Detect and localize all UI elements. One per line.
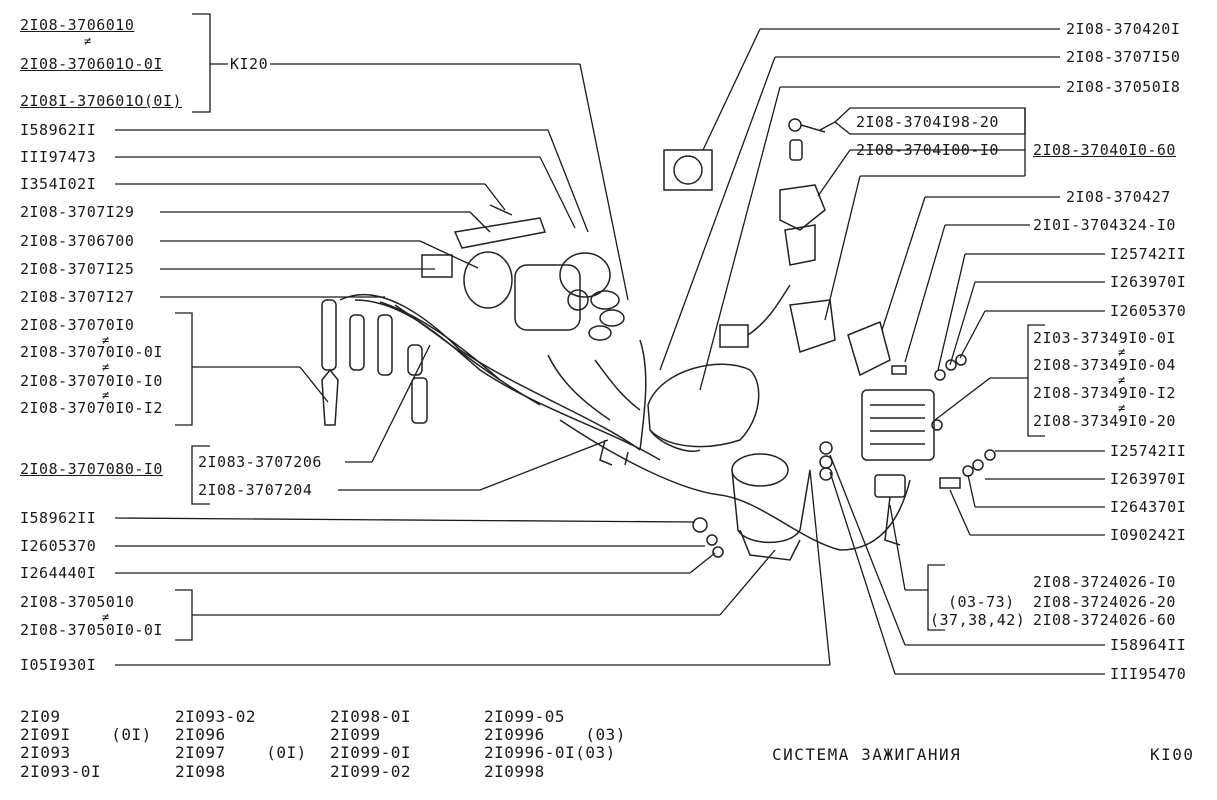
- left-label-7: 2I08-3707I27: [20, 288, 135, 306]
- ignition-switch-set: 2I08-37040I0-60: [1033, 141, 1176, 159]
- module-part-3: 2I08-37349I0-I2: [1033, 384, 1176, 402]
- right-mid-label-4: I263970I: [1110, 273, 1187, 291]
- wire-set-label: 2I08-3707080-I0: [20, 460, 163, 478]
- right-bottom-label-1: I58964II: [1110, 636, 1187, 654]
- right-low-label-4: I090242I: [1110, 526, 1187, 544]
- right-bottom-label-2: III95470: [1110, 665, 1187, 683]
- not-equal-mark: ≠: [102, 610, 110, 624]
- right-low-label-3: I264370I: [1110, 498, 1187, 516]
- model-11: 2I099-0I: [330, 743, 412, 762]
- left-label-5: 2I08-3706700: [20, 232, 135, 250]
- right-mid-label-5: I2605370: [1110, 302, 1187, 320]
- left-label-4: 2I08-3707I29: [20, 203, 135, 221]
- wire-sub-2: 2I08-3707204: [198, 481, 313, 499]
- not-equal-mark: ≠: [1118, 401, 1126, 415]
- wire-sub-1: 2I083-3707206: [198, 453, 322, 471]
- left-lower-label-1: I58962II: [20, 509, 97, 527]
- harness-code-1: (03-73): [948, 593, 1015, 611]
- model-7: 2I097 (0I): [175, 743, 307, 762]
- model-2: 2I09I (0I): [20, 725, 152, 744]
- model-10: 2I099: [330, 725, 381, 744]
- model-5: 2I093-02: [175, 707, 257, 726]
- page-title: СИСТЕМА ЗАЖИГАНИЯ: [772, 745, 962, 764]
- model-6: 2I096: [175, 725, 226, 744]
- wire-part-2: 2I08-37070I0-0I: [20, 343, 163, 361]
- left-lower-label-2: I2605370: [20, 537, 97, 555]
- left-label-2: III97473: [20, 148, 97, 166]
- right-mid-label-3: I25742II: [1110, 245, 1187, 263]
- wire-part-3: 2I08-37070I0-I0: [20, 372, 163, 390]
- not-equal-mark: ≠: [84, 34, 92, 48]
- wire-part-4: 2I08-37070I0-I2: [20, 399, 163, 417]
- page-code: KI00: [1150, 745, 1195, 764]
- left-lower-label-3: I264440I: [20, 564, 97, 582]
- ignition-switch-body: 2I08-3704I00-I0: [856, 141, 999, 159]
- harness-part-2: 2I08-3724026-20: [1033, 593, 1176, 611]
- model-12: 2I099-02: [330, 762, 412, 781]
- model-4: 2I093-0I: [20, 762, 102, 781]
- coil-part-1: 2I08-3705010: [20, 593, 135, 611]
- distributor-part-1: 2I08-3706010: [20, 16, 135, 34]
- harness-code-2: (37,38,42): [930, 611, 1026, 629]
- module-part-1: 2I03-37349I0-0I: [1033, 329, 1176, 347]
- wire-part-1: 2I08-37070I0: [20, 316, 135, 334]
- not-equal-mark: ≠: [1118, 345, 1126, 359]
- left-label-3: I354I02I: [20, 175, 97, 193]
- model-13: 2I099-05: [484, 707, 566, 726]
- right-low-label-1: I25742II: [1110, 442, 1187, 460]
- not-equal-mark: ≠: [102, 388, 110, 402]
- model-3: 2I093: [20, 743, 71, 762]
- right-label-3: 2I08-37050I8: [1066, 78, 1181, 96]
- right-label-2: 2I08-3707I50: [1066, 48, 1181, 66]
- coil-part-2: 2I08-37050I0-0I: [20, 621, 163, 639]
- model-9: 2I098-0I: [330, 707, 412, 726]
- harness-part-3: 2I08-3724026-60: [1033, 611, 1176, 629]
- model-1: 2I09: [20, 707, 61, 726]
- module-part-4: 2I08-37349I0-20: [1033, 412, 1176, 430]
- kit-label: KI20: [230, 55, 269, 73]
- harness-part-1: 2I08-3724026-I0: [1033, 573, 1176, 591]
- not-equal-mark: ≠: [102, 333, 110, 347]
- model-14: 2I0996 (03): [484, 725, 626, 744]
- ignition-switch-key: 2I08-3704I98-20: [856, 113, 999, 131]
- not-equal-mark: ≠: [1118, 373, 1126, 387]
- distributor-part-3: 2I08I-370601O(0I): [20, 92, 183, 110]
- model-16: 2I0998: [484, 762, 545, 781]
- right-low-label-2: I263970I: [1110, 470, 1187, 488]
- distributor-part-2: 2I08-370601O-0I: [20, 55, 163, 73]
- model-15: 2I0996-0I(03): [484, 743, 616, 762]
- left-label-1: I58962II: [20, 121, 97, 139]
- right-mid-label-1: 2I08-370427: [1066, 188, 1171, 206]
- right-mid-label-2: 2I0I-3704324-I0: [1033, 216, 1176, 234]
- left-label-6: 2I08-3707I25: [20, 260, 135, 278]
- left-bottom-label: I05I930I: [20, 656, 97, 674]
- right-label-1: 2I08-370420I: [1066, 20, 1181, 38]
- model-8: 2I098: [175, 762, 226, 781]
- not-equal-mark: ≠: [102, 360, 110, 374]
- module-part-2: 2I08-37349I0-04: [1033, 356, 1176, 374]
